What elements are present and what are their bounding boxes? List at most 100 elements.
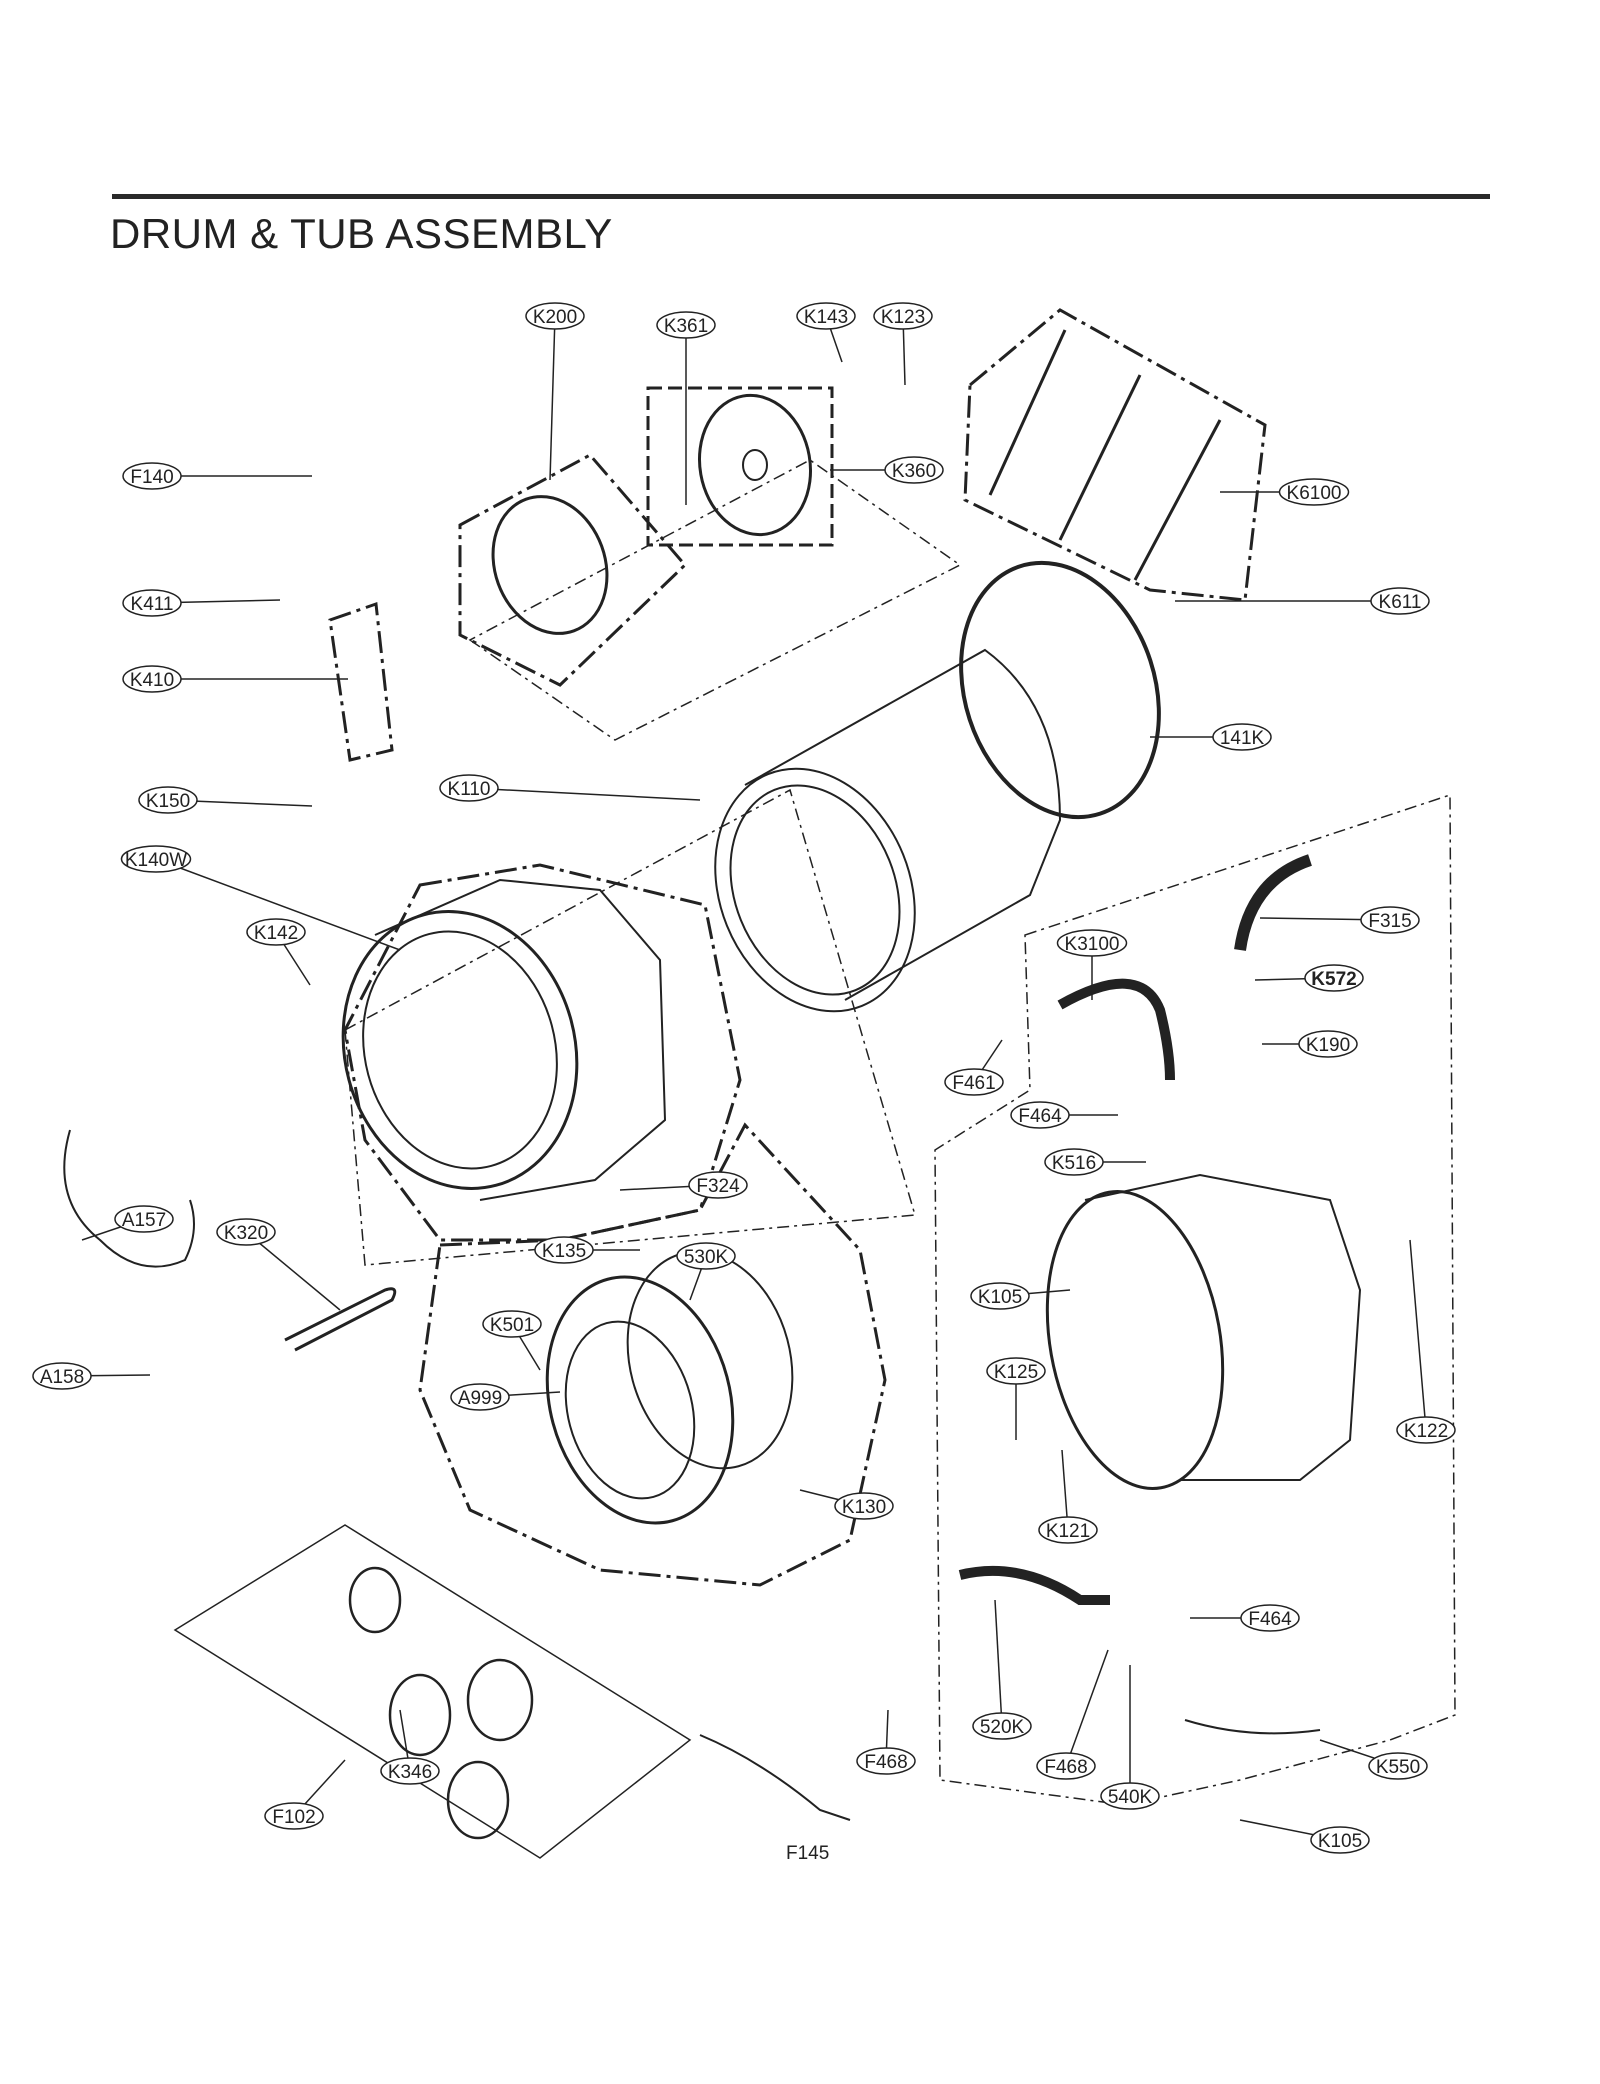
callout-a999: A999: [450, 1383, 561, 1411]
gasket-shape: [545, 1250, 794, 1525]
part-number: K121: [1046, 1521, 1090, 1542]
wire-harness: [1184, 1719, 1321, 1735]
callout-530k: 530K: [676, 1242, 736, 1301]
callout-oval: [873, 302, 933, 330]
callout-k110: K110: [439, 774, 701, 802]
leader-line: [155, 858, 401, 951]
callout-k130: K130: [799, 1489, 894, 1520]
hose-shape: [1057, 978, 1175, 1081]
callout-k516: K516: [1044, 1148, 1146, 1176]
callout-oval: [1240, 1604, 1300, 1632]
callout-f315: F315: [1259, 906, 1420, 934]
part-number: K150: [146, 791, 190, 812]
callout-oval: [534, 1236, 594, 1264]
callout-k122: K122: [1396, 1239, 1456, 1444]
callout-k105b: K105: [1239, 1819, 1370, 1854]
callout-oval: [439, 774, 499, 802]
callout-oval: [114, 1205, 174, 1233]
callout-k121: K121: [1038, 1449, 1098, 1544]
callout-k6100: K6100: [1220, 478, 1350, 506]
callout-k611: K611: [1175, 587, 1430, 615]
callout-540k: 540K: [1100, 1665, 1160, 1810]
part-number: F324: [696, 1176, 740, 1197]
callout-k105a: K105: [970, 1282, 1071, 1310]
callout-oval: [122, 589, 182, 617]
callout-k411: K411: [122, 589, 281, 617]
drum-shape: [714, 648, 1062, 1013]
callout-f464b: F464: [1190, 1604, 1300, 1632]
callout-oval: [986, 1357, 1046, 1385]
callout-oval: [138, 786, 198, 814]
part-number: F461: [952, 1073, 995, 1094]
part-number: F140: [130, 467, 173, 488]
callout-oval: [688, 1171, 748, 1199]
rear-tub-shape: [1045, 1173, 1362, 1490]
callout-oval: [525, 302, 585, 330]
callout-k3100: K3100: [1056, 929, 1128, 1000]
part-number: K142: [254, 923, 298, 944]
spider-ring: [959, 560, 1161, 820]
callout-oval: [1100, 1782, 1160, 1810]
callout-a157: A157: [81, 1205, 174, 1241]
callout-oval: [1036, 1752, 1096, 1780]
part-number: K550: [1376, 1757, 1420, 1778]
part-number: K611: [1379, 592, 1422, 613]
part-number: F102: [272, 1807, 315, 1828]
callout-k320: K320: [216, 1218, 341, 1311]
pump-shape: [348, 1566, 534, 1840]
callout-oval: [32, 1362, 92, 1390]
page-title: DRUM & TUB ASSEMBLY: [110, 210, 613, 257]
part-number: K6100: [1287, 483, 1342, 504]
title-rule: [112, 194, 1490, 199]
part-number: F464: [1248, 1609, 1292, 1630]
callout-k501: K501: [482, 1310, 542, 1371]
part-number: K190: [1306, 1035, 1350, 1056]
callout-oval: [1278, 478, 1350, 506]
damper-shapes: [988, 329, 1222, 581]
part-number: F468: [1044, 1757, 1087, 1778]
callout-k572: K572: [1254, 964, 1364, 992]
part-number: 530K: [684, 1247, 729, 1268]
callout-oval: [856, 1747, 916, 1775]
callout-oval: [380, 1757, 440, 1785]
part-number: K123: [881, 307, 925, 328]
part-number: K320: [224, 1223, 268, 1244]
part-number: A999: [458, 1388, 502, 1409]
callout-oval: [122, 665, 182, 693]
callout-oval: [1212, 723, 1272, 751]
part-number: 520K: [980, 1717, 1025, 1738]
leader-line: [994, 1599, 1003, 1727]
callout-oval: [450, 1383, 510, 1411]
callout-oval: [1368, 1752, 1428, 1780]
leader-line: [1409, 1239, 1427, 1431]
callout-oval: [884, 456, 944, 484]
part-number: K411: [131, 594, 174, 615]
callout-oval: [1370, 587, 1430, 615]
heater-shape: [284, 1287, 397, 1352]
callout-k143: K143: [796, 302, 856, 363]
part-number: K410: [130, 670, 174, 691]
callout-k190: K190: [1262, 1030, 1358, 1058]
callout-oval: [482, 1310, 542, 1338]
part-number: K110: [448, 779, 491, 800]
part-number: K135: [542, 1241, 586, 1262]
callout-f461: F461: [944, 1039, 1004, 1096]
part-number: K572: [1311, 969, 1356, 990]
callout-oval: [944, 1068, 1004, 1096]
callout-oval: [1298, 1030, 1358, 1058]
part-number: K105: [1318, 1831, 1362, 1852]
callout-520k: 520K: [972, 1599, 1032, 1740]
part-number: 540K: [1108, 1787, 1153, 1808]
wire-harness: [699, 1734, 851, 1821]
callout-f468b: F468: [1036, 1649, 1109, 1780]
callout-oval: [264, 1802, 324, 1830]
label-f145: F145: [786, 1843, 830, 1864]
part-number: K516: [1052, 1153, 1096, 1174]
wire-harness: [63, 1129, 195, 1268]
callout-oval: [1038, 1516, 1098, 1544]
part-number: K105: [978, 1287, 1022, 1308]
thin-guide-lines: [344, 459, 1456, 1806]
part-number: K122: [1404, 1421, 1448, 1442]
part-number: K143: [804, 307, 848, 328]
callout-f468a: F468: [856, 1709, 916, 1775]
